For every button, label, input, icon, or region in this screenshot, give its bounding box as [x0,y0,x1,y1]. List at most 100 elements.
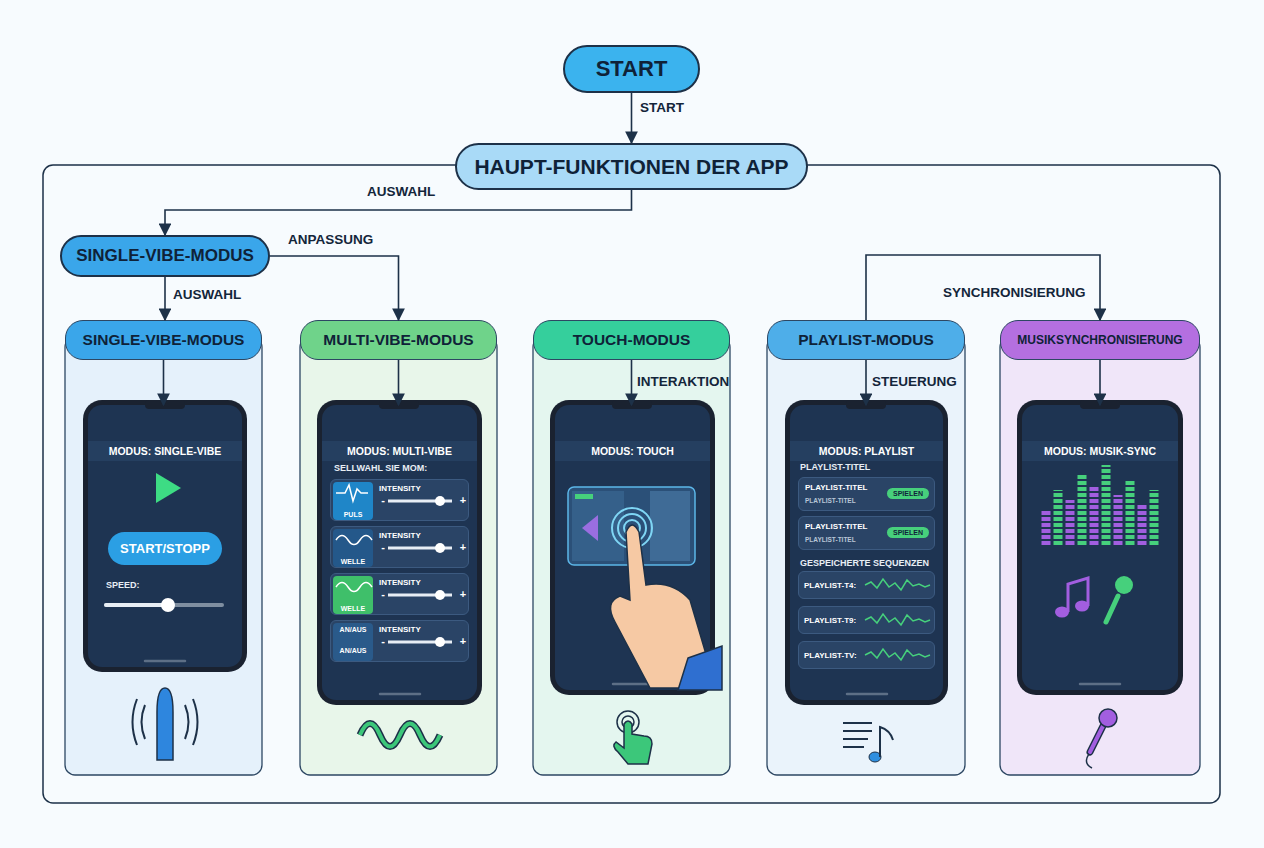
node-text: INTENSITY [379,578,459,587]
decor-circle [1099,709,1117,727]
node-text: PLAYLIST-MODUS [798,331,934,349]
decor-line [388,641,452,644]
mode-row: WELLEINTENSITY-+ [330,526,469,568]
start-button: START/STOPP [108,532,222,565]
decor-line [1054,490,1063,545]
column-heading: SINGLE-VIBE-MODUS [65,320,262,360]
playlist-row: PLAYLIST-TITEL PLAYLIST-TITELSPIELEN [798,516,935,550]
decor-line [145,660,185,663]
node-text: SPIELEN [887,527,929,538]
decor-g [843,723,872,747]
vibrator-icon [133,688,198,760]
edge-label: INTERAKTION [637,374,729,389]
edge-label: AUSWAHL [367,184,435,199]
decor-line [106,603,222,607]
flow-arrow [865,360,867,405]
touch-icon [614,711,652,764]
decor-path [611,525,716,688]
node-text: PLAYLIST-TITEL [805,483,885,492]
decor-ellipse [1055,607,1069,618]
flow-arrow [866,255,1100,320]
decor-line [1090,485,1099,545]
node-text: TOUCH-MODUS [573,331,691,349]
outer-frame [43,165,1220,803]
edge-label: SYNCHRONISIERUNG [943,285,1086,300]
decor-circle [435,637,445,647]
node-text: - [378,494,388,506]
decor-line [843,738,868,740]
decor-path [157,688,173,760]
node-text: WELLE [333,529,373,567]
phone-notches [145,400,1120,409]
decor-circle [435,590,445,600]
node-text: - [378,588,388,600]
node-text: START/STOPP [120,541,210,556]
decor-line [843,730,872,732]
node-text: MODUS: MUSIK-SYNC [1022,441,1178,461]
decor-line [380,693,420,696]
node-text: PLAYLIST-TITEL [805,536,885,543]
decor-path [614,721,652,764]
decor-rect [612,400,652,409]
decor-circle [622,716,634,728]
sequence-wave [865,614,930,625]
node-text: INTENSITY [379,625,459,634]
column-panel [300,337,497,775]
decor-path [1086,748,1094,768]
decor-rect [568,487,695,565]
decor-line [1078,475,1087,545]
node-text: + [458,494,468,506]
music-note [1055,578,1089,618]
node-text: PLAYLIST-TITEL [800,462,933,472]
decor-rect [846,400,886,409]
node-text: PLAYLIST-TITEL [805,522,885,531]
mode-row: PULSINTENSITY-+ [330,479,469,521]
sequence-wave [865,579,930,590]
decor-circle [435,496,445,506]
node-text: MULTI-VIBE-MODUS [323,331,473,349]
node-text: MODUS: SINGLE-VIBE [88,441,242,461]
decor-line [843,722,872,724]
decor-rect [1080,400,1120,409]
decor-rect [650,491,690,561]
decor-circle [612,508,652,548]
decor-path [336,536,372,545]
node-text: INTENSITY [379,484,459,493]
flow-arrow [1099,360,1101,405]
decor-line [1102,465,1111,545]
node-text: SINGLE-VIBE-MODUS [83,331,245,349]
node-text: START [596,56,668,82]
node-text: PLAYLIST-TV: [804,651,864,660]
flow-arrow [164,277,166,320]
decor-line [106,603,168,607]
node-text: WELLE [333,576,373,614]
column-heading: MUSIKSYNCHRONISIERUNG [1000,320,1200,360]
decor-line [1042,510,1051,545]
phone-screen: MODUS: MULTI-VIBESELLWAHL SIE MOM:PULSIN… [322,405,477,700]
decor-line [1080,683,1120,686]
node-text: + [458,541,468,553]
phone-screen: MODUS: MUSIK-SYNC [1022,405,1178,690]
column-heading: MULTI-VIBE-MODUS [300,320,497,360]
node-text: AN/AUS [333,623,373,661]
decor-polygon [582,515,598,541]
play-icon [156,473,181,503]
decor-rect [379,400,419,409]
phone-screen: MODUS: PLAYLISTPLAYLIST-TITELGESPEICHERT… [790,405,943,700]
decor-line [1066,500,1075,545]
node-text: SPIELEN [887,488,929,499]
node-text: SPEED: [106,580,226,590]
decor-line [1150,490,1159,545]
intensity-sliders [388,496,452,647]
playlist-row: PLAYLIST-TITELPLAYLIST-TITELSPIELEN [798,477,935,511]
node-text: MODUS: PLAYLIST [790,441,943,461]
node-text: MODUS: TOUCH [555,441,710,461]
node-text: GESPEICHERTE SEQUENZEN [800,558,933,568]
decor-line [1126,480,1135,545]
decor-line [613,683,653,686]
start-pill: START [563,45,700,93]
decor-rect [145,400,185,409]
